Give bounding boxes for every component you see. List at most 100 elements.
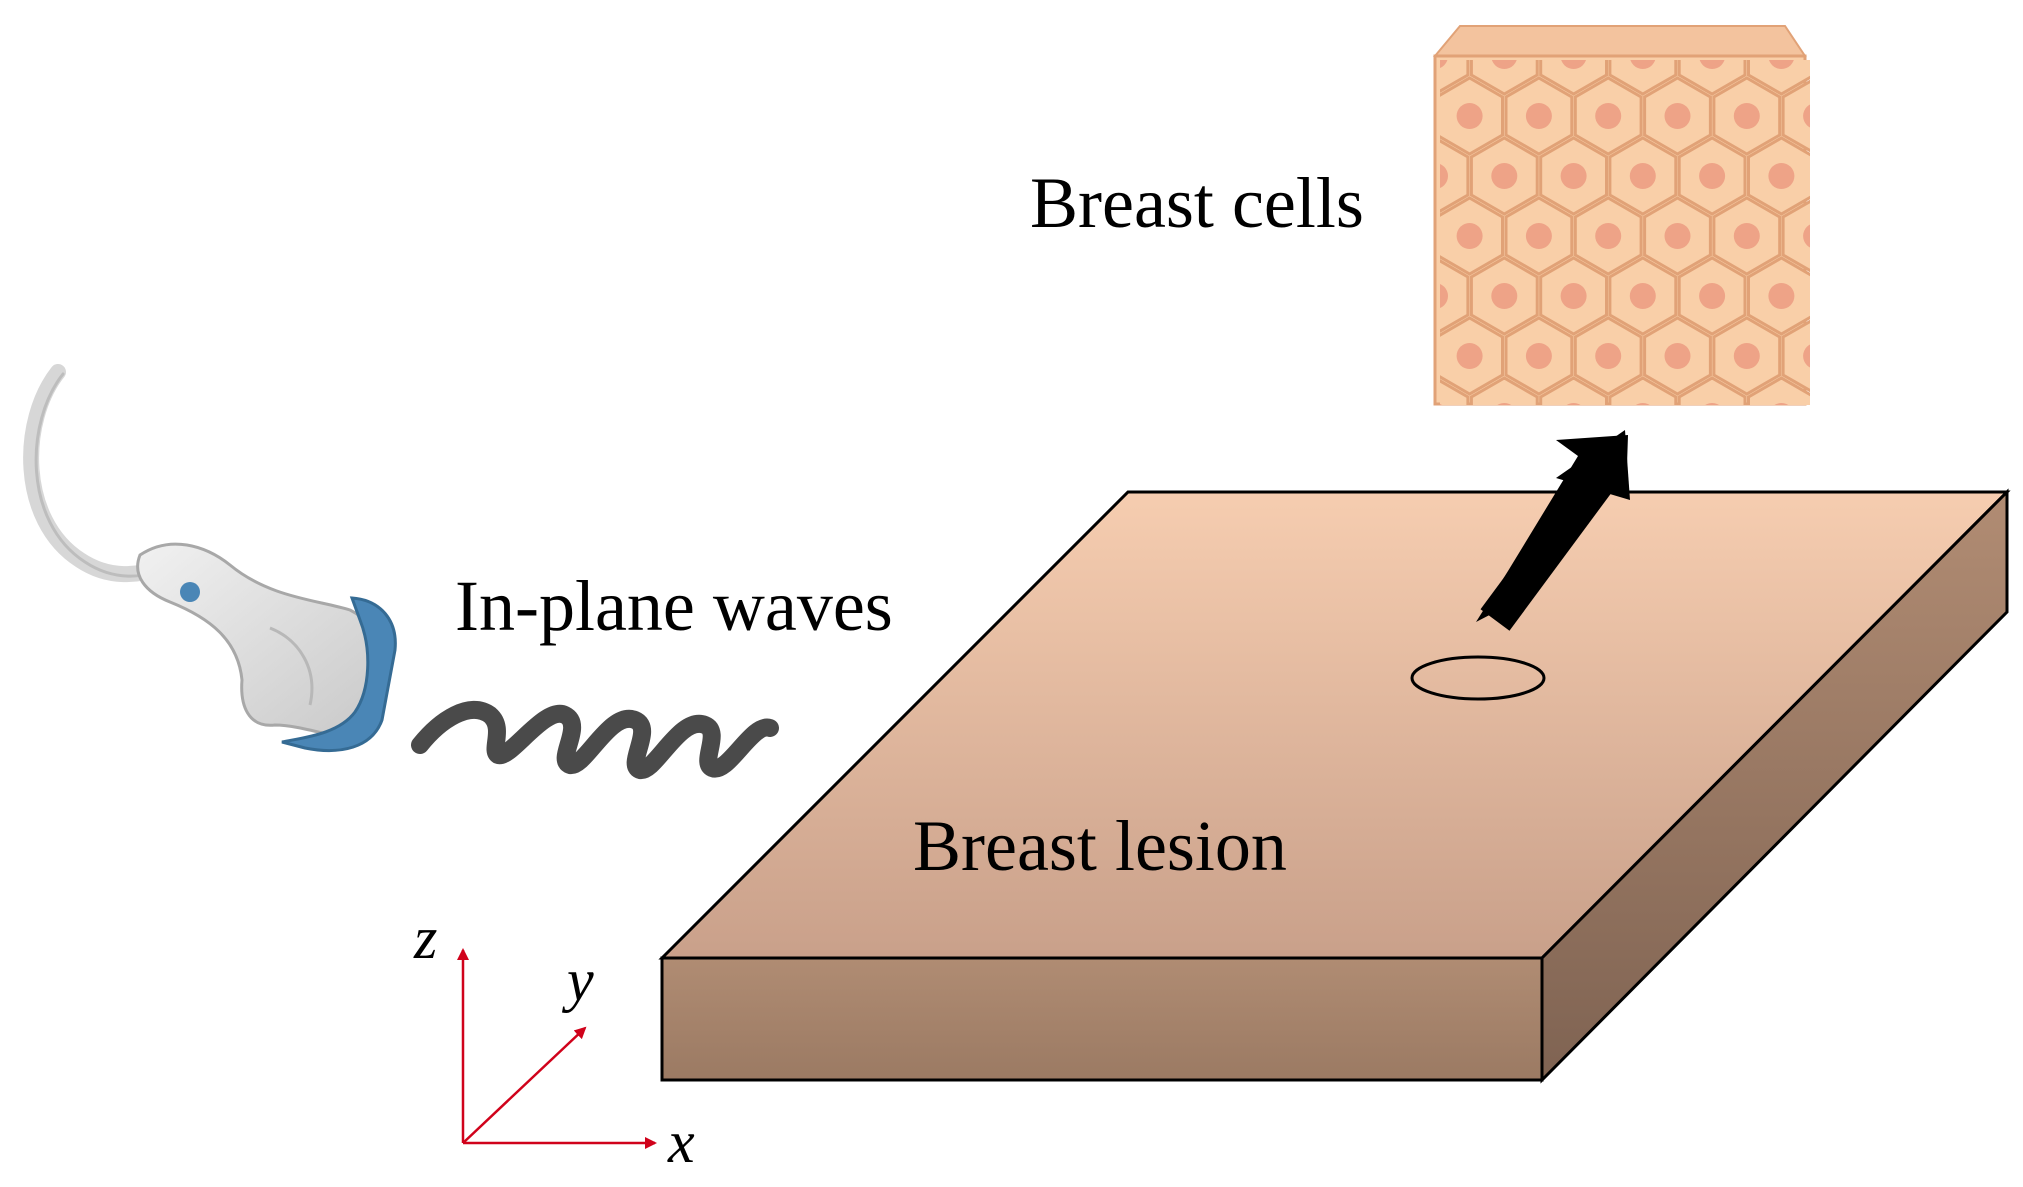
cell-nucleus <box>1769 60 1794 69</box>
cell-nucleus <box>1872 103 1898 129</box>
cell <box>1368 198 1434 274</box>
cell <box>1333 378 1399 454</box>
cell-nucleus <box>1872 0 1898 9</box>
ultrasound-probe-icon <box>23 364 397 752</box>
cell-nucleus <box>1768 163 1795 189</box>
cell-nucleus <box>1387 103 1413 129</box>
cell <box>1539 376 1608 405</box>
cell-nucleus <box>1630 60 1656 69</box>
cell <box>1781 319 1810 393</box>
cell <box>1440 259 1470 333</box>
cell-nucleus <box>1907 163 1933 189</box>
cell <box>1677 376 1747 405</box>
cell <box>1783 0 1849 34</box>
probe-cable <box>23 364 166 583</box>
cell-nucleus <box>1387 343 1413 369</box>
cell-nucleus <box>1942 103 1968 129</box>
breast-lesion-label: Breast lesion <box>913 806 1287 886</box>
cell <box>1781 199 1810 273</box>
z-axis-label: z <box>413 905 437 971</box>
cell <box>1747 60 1810 96</box>
y-axis <box>462 1026 587 1144</box>
cell-nucleus <box>1803 463 1829 489</box>
cell <box>1852 198 1918 274</box>
cell <box>1469 60 1539 96</box>
cell-nucleus <box>1560 283 1587 309</box>
cell <box>1333 258 1399 334</box>
cell-nucleus <box>1665 463 1691 489</box>
cell-nucleus <box>1595 103 1622 129</box>
cell-nucleus <box>1387 0 1413 9</box>
cell <box>1922 318 1988 394</box>
breast-cells-block <box>1333 0 1988 489</box>
probe-head <box>281 596 397 752</box>
cell-nucleus <box>1595 343 1622 369</box>
cell <box>1922 0 1988 34</box>
cell <box>1333 18 1399 94</box>
cell-nucleus <box>1635 403 1650 405</box>
cell-nucleus <box>1768 283 1795 309</box>
cell-nucleus <box>1525 223 1552 249</box>
coordinate-axes: x y z <box>413 905 695 1175</box>
cell-nucleus <box>1942 223 1968 249</box>
cells-top-face <box>1432 25 1807 57</box>
cell-nucleus <box>1387 463 1413 489</box>
cell-nucleus <box>1733 103 1760 129</box>
cell-nucleus <box>1440 164 1448 188</box>
cell <box>1440 139 1470 213</box>
cell-nucleus <box>1560 163 1587 189</box>
cell-nucleus <box>1803 0 1829 9</box>
cell-nucleus <box>1699 283 1726 309</box>
y-axis-label: y <box>561 947 594 1013</box>
in-plane-wave-icon <box>411 700 779 779</box>
cell-nucleus <box>1456 343 1483 369</box>
cell-nucleus <box>1664 343 1691 369</box>
breast-cells-label: Breast cells <box>1030 163 1364 243</box>
cell <box>1818 258 1884 334</box>
cell <box>1608 376 1678 405</box>
cell-nucleus <box>1872 223 1898 249</box>
cell-nucleus <box>1525 343 1552 369</box>
cell-nucleus <box>1491 163 1518 189</box>
probe-button <box>180 582 200 602</box>
cell-nucleus <box>1664 103 1691 129</box>
cell-nucleus <box>1353 43 1379 69</box>
cell-nucleus <box>1942 343 1968 369</box>
cell-nucleus <box>1907 43 1933 69</box>
slab-front-face <box>660 956 1544 1082</box>
cell-nucleus <box>1491 60 1517 69</box>
cell-nucleus <box>1803 344 1810 368</box>
cell <box>1852 318 1918 394</box>
cell <box>1922 78 1988 154</box>
cell-nucleus <box>1803 104 1810 128</box>
cell-nucleus <box>1497 403 1512 405</box>
cell-nucleus <box>1629 283 1656 309</box>
cell <box>1539 60 1608 96</box>
cell-nucleus <box>1838 403 1864 429</box>
cell-nucleus <box>1733 223 1760 249</box>
breast-lesion-slab <box>658 488 2011 1084</box>
cell <box>1440 60 1470 93</box>
cell <box>1608 60 1678 96</box>
cell-nucleus <box>1734 0 1760 9</box>
cell-nucleus <box>1872 343 1898 369</box>
cell <box>1818 378 1884 454</box>
cell-nucleus <box>1353 403 1379 429</box>
lesion-region-outline <box>1410 655 1546 701</box>
cell-nucleus <box>1456 103 1483 129</box>
cell <box>1852 0 1918 34</box>
cell <box>1677 60 1747 96</box>
cell <box>1922 198 1988 274</box>
cell-nucleus <box>1440 284 1448 308</box>
cell-nucleus <box>1561 60 1586 69</box>
cell <box>1440 379 1470 405</box>
cell-nucleus <box>1387 223 1413 249</box>
cell-nucleus <box>1525 103 1552 129</box>
cell-nucleus <box>1595 223 1622 249</box>
cell-nucleus <box>1595 0 1621 9</box>
probe-handle <box>136 542 388 742</box>
cell <box>1887 18 1953 94</box>
cell-nucleus <box>1664 223 1691 249</box>
cell <box>1887 258 1953 334</box>
